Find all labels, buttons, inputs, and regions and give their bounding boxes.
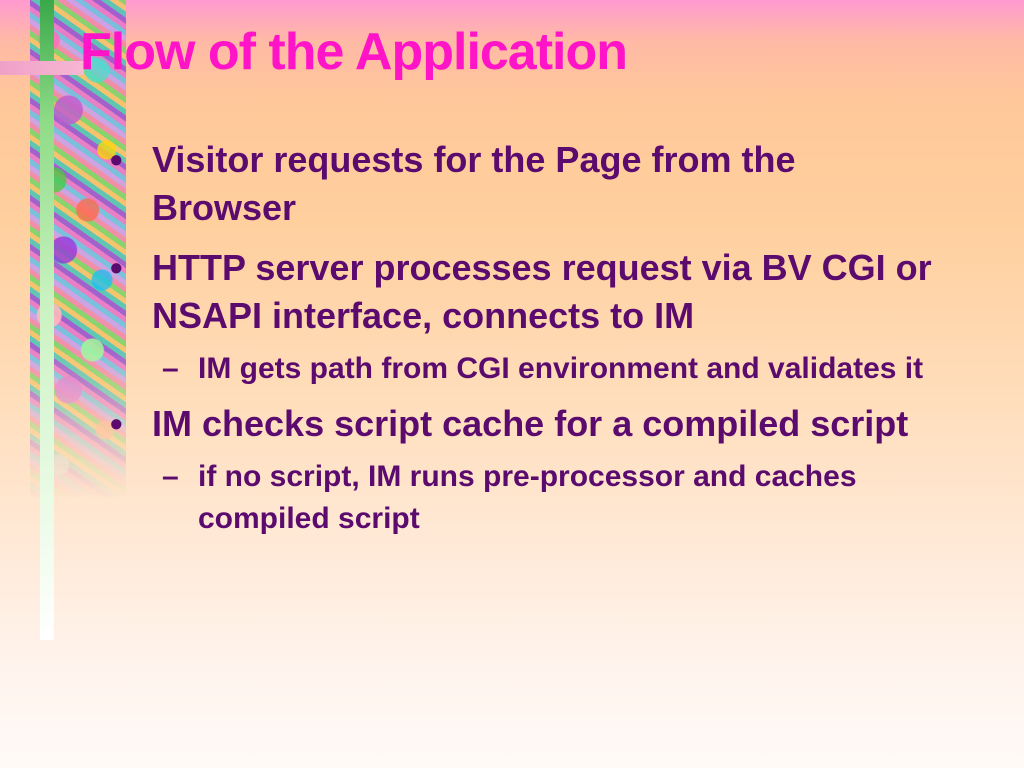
bullet-text: Visitor requests for the Page from the B… [152,139,796,228]
bullet-icon: • [110,139,123,180]
sub-bullet-text: if no script, IM runs pre-processor and … [198,460,857,535]
bullet-icon: • [110,403,123,444]
decorative-vertical-bar [40,0,54,640]
decorative-horizontal-bar [0,61,84,75]
bullet-list: • Visitor requests for the Page from the… [110,136,970,550]
slide-title: Flow of the Application [80,23,628,81]
dash-icon: – [162,352,179,385]
bullet-item: • IM checks script cache for a compiled … [110,400,932,448]
bullet-item: • HTTP server processes request via BV C… [110,244,932,340]
sub-bullet-item: – if no script, IM runs pre-processor an… [110,456,938,540]
dash-icon: – [162,460,179,493]
bullet-text: HTTP server processes request via BV CGI… [152,247,932,336]
bullet-icon: • [110,247,123,288]
sub-bullet-item: – IM gets path from CGI environment and … [110,348,938,390]
sub-bullet-text: IM gets path from CGI environment and va… [198,352,924,385]
bullet-text: IM checks script cache for a compiled sc… [152,403,909,444]
bullet-item: • Visitor requests for the Page from the… [110,136,932,232]
